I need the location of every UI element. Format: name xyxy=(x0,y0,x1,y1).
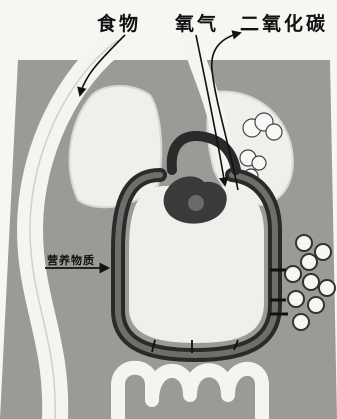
food-label: 食物 xyxy=(97,9,141,36)
nutrients-label: 营养物质 xyxy=(47,252,95,268)
oxygen-label: 氧气 xyxy=(175,9,219,36)
heart-highlight xyxy=(188,195,204,211)
carbon-dioxide-label: 二氧化碳 xyxy=(240,9,328,36)
